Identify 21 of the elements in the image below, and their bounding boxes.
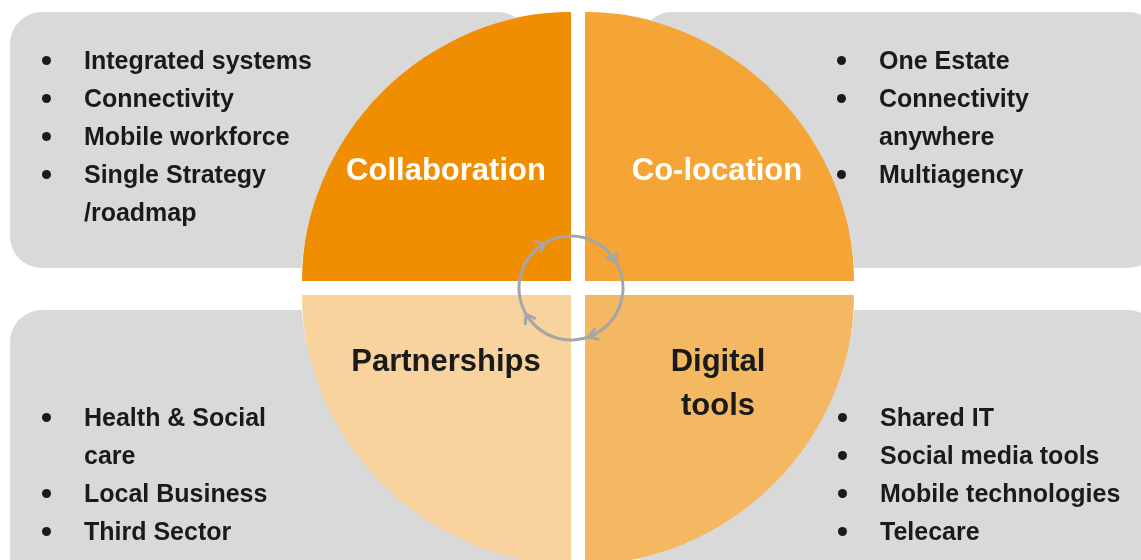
quadrant-segment <box>302 295 571 560</box>
bullet-text: Local Business <box>84 479 268 507</box>
bullet-text: Shared IT <box>880 403 994 431</box>
bullet-text: Single Strategy /roadmap <box>84 160 266 226</box>
bullet-text: Social media tools <box>880 441 1100 469</box>
bullet-text: Mobile technologies <box>880 479 1121 507</box>
bullet-text: Third Sector <box>84 517 232 545</box>
bullet-text: Connectivity <box>84 84 235 112</box>
segment-title: Co-location <box>631 151 803 189</box>
quadrant-segment <box>585 12 854 281</box>
segment-title: Digital tools <box>669 342 767 424</box>
segment-title: Collaboration <box>346 151 546 189</box>
segment-title: Partnerships <box>351 342 541 380</box>
bullet-text: Multiagency <box>879 160 1024 188</box>
bullet-text: Connectivity anywhere <box>879 84 1030 150</box>
quadrant-segment <box>585 295 854 560</box>
bullet-text: Integrated systems <box>84 46 312 74</box>
bullet-text: Telecare <box>880 517 980 545</box>
bullet-text: Mobile workforce <box>84 122 290 150</box>
bullet-text: One Estate <box>879 46 1010 74</box>
bullet-text: Health & Social care <box>84 403 266 469</box>
